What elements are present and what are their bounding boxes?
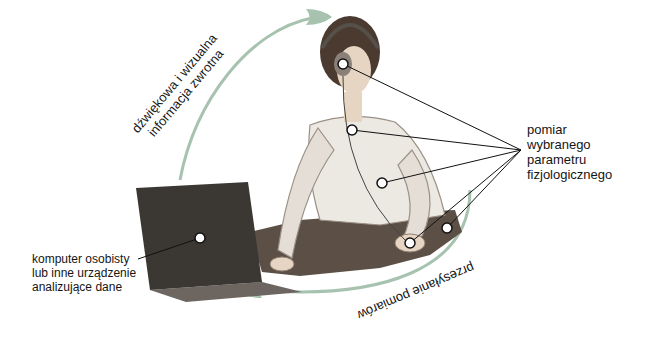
neck — [344, 92, 362, 122]
callout-label: komputer osobisty lub inne urządzenie an… — [32, 252, 148, 294]
hand — [395, 234, 425, 252]
sensor-dot — [442, 223, 452, 233]
leader-line — [410, 150, 521, 243]
arm — [398, 150, 430, 240]
sensor-dot — [377, 178, 387, 188]
sensor-dot — [405, 238, 415, 248]
leader-line — [352, 130, 521, 150]
feedback-arrowhead — [306, 9, 332, 25]
callout-label-holder: pomiar wybranego parametru fizjologiczne… — [527, 122, 612, 182]
leader-line — [382, 150, 521, 183]
headphone-band — [322, 25, 378, 48]
sensor-dot — [347, 125, 357, 135]
leader-line — [138, 238, 200, 259]
leader-lines — [138, 64, 521, 259]
callout-label-holder: komputer osobisty lub inne urządzenie an… — [32, 252, 148, 294]
arm — [278, 128, 334, 258]
headphone-cup — [334, 52, 352, 76]
measurement-points — [195, 59, 452, 248]
callout-label: pomiar wybranego parametru fizjologiczne… — [527, 122, 612, 182]
leader-line — [447, 150, 521, 228]
hand — [270, 257, 294, 271]
sensor-cable — [343, 76, 405, 240]
laptop-lid — [136, 182, 262, 290]
device-dot — [195, 233, 205, 243]
sensor-dot — [338, 59, 348, 69]
leader-line — [343, 64, 521, 150]
